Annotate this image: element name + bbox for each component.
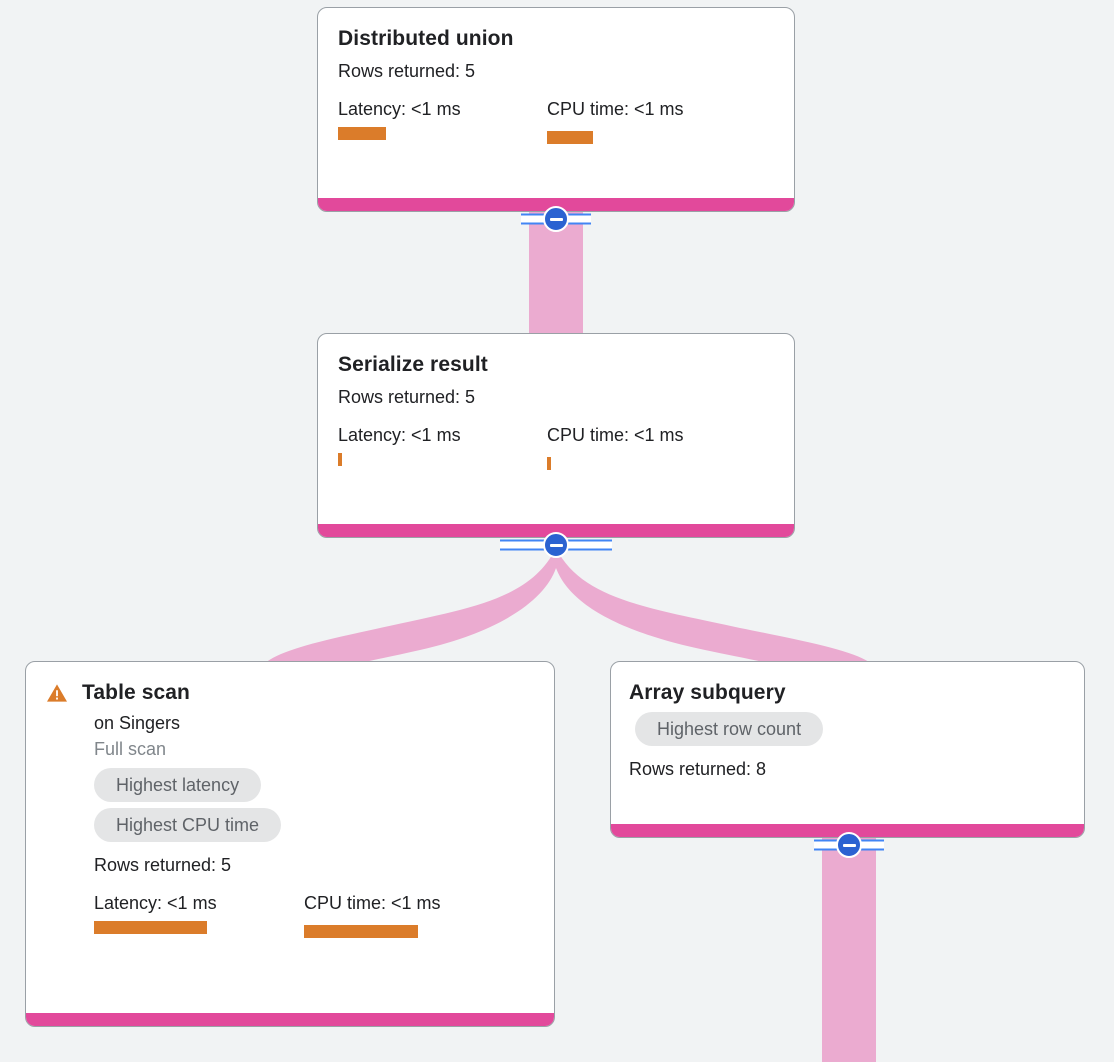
rows-returned: Rows returned: 5 — [94, 855, 232, 875]
plan-node-distributed-union[interactable]: Distributed union Rows returned: 5 Laten… — [317, 7, 795, 212]
node-body: Table scan on Singers Full scan Highest … — [26, 662, 554, 1013]
collapse-minus-icon[interactable] — [543, 206, 569, 232]
cpu-metric: CPU time: <1 ms — [547, 98, 684, 144]
chip-highest-latency[interactable]: Highest latency — [94, 768, 262, 802]
chip-group: Highest row count — [635, 712, 1064, 752]
node-header: Serialize result — [338, 352, 774, 378]
edge-array-subquery-to-child — [822, 832, 876, 1062]
cpu-time-label: CPU time: <1 ms — [304, 893, 441, 913]
plan-node-serialize-result[interactable]: Serialize result Rows returned: 5 Latenc… — [317, 333, 795, 538]
warning-triangle-icon — [47, 684, 67, 702]
cpu-time-label: CPU time: <1 ms — [547, 99, 684, 119]
rows-returned: Rows returned: 5 — [338, 387, 476, 407]
collapse-minus-icon[interactable] — [836, 832, 862, 858]
node-header: Distributed union — [338, 26, 774, 52]
node-accent-bar — [318, 524, 794, 537]
latency-label: Latency: <1 ms — [338, 425, 461, 445]
collapse-minus-icon[interactable] — [543, 532, 569, 558]
metrics-row: Latency: <1 ms CPU time: <1 ms — [338, 98, 774, 144]
node-title: Table scan — [82, 681, 190, 704]
cpu-time-bar — [547, 457, 551, 470]
minus-glyph — [842, 843, 856, 847]
node-subtitle: on Singers — [94, 713, 181, 733]
toggle-distributed-union[interactable] — [521, 206, 591, 232]
node-accent-bar — [26, 1013, 554, 1026]
node-scan-type: Full scan — [94, 739, 167, 759]
latency-metric: Latency: <1 ms — [94, 892, 304, 938]
node-body: Array subquery Highest row count Rows re… — [611, 662, 1084, 824]
node-accent-bar — [318, 198, 794, 211]
minus-glyph — [549, 217, 563, 221]
node-accent-bar — [611, 824, 1084, 837]
latency-label: Latency: <1 ms — [94, 893, 217, 913]
cpu-time-bar — [547, 131, 593, 144]
latency-bar — [338, 127, 386, 140]
toggle-array-subquery[interactable] — [814, 832, 884, 858]
chip-group: Highest latency Highest CPU time — [94, 768, 534, 848]
toggle-serialize-result[interactable] — [500, 532, 612, 558]
node-header: Array subquery — [629, 680, 1064, 706]
cpu-time-bar — [304, 925, 418, 938]
latency-bar — [94, 921, 207, 934]
latency-metric: Latency: <1 ms — [338, 98, 547, 144]
rows-returned: Rows returned: 5 — [338, 61, 476, 81]
node-title: Serialize result — [338, 353, 488, 376]
latency-bar — [338, 453, 342, 466]
plan-node-table-scan[interactable]: Table scan on Singers Full scan Highest … — [25, 661, 555, 1027]
node-body: Distributed union Rows returned: 5 Laten… — [318, 8, 794, 198]
chip-highest-row-count[interactable]: Highest row count — [635, 712, 824, 746]
chip-highest-cpu-time[interactable]: Highest CPU time — [94, 808, 282, 842]
latency-metric: Latency: <1 ms — [338, 424, 547, 470]
latency-label: Latency: <1 ms — [338, 99, 461, 119]
cpu-metric: CPU time: <1 ms — [547, 424, 684, 470]
plan-node-array-subquery[interactable]: Array subquery Highest row count Rows re… — [610, 661, 1085, 838]
cpu-time-label: CPU time: <1 ms — [547, 425, 684, 445]
rows-returned: Rows returned: 8 — [629, 759, 767, 779]
node-body: Serialize result Rows returned: 5 Latenc… — [318, 334, 794, 524]
metrics-row: Latency: <1 ms CPU time: <1 ms — [94, 892, 534, 938]
cpu-metric: CPU time: <1 ms — [304, 892, 441, 938]
metrics-row: Latency: <1 ms CPU time: <1 ms — [338, 424, 774, 470]
node-title: Distributed union — [338, 27, 514, 50]
node-title: Array subquery — [629, 681, 786, 704]
node-header: Table scan — [46, 680, 534, 706]
minus-glyph — [549, 543, 563, 547]
